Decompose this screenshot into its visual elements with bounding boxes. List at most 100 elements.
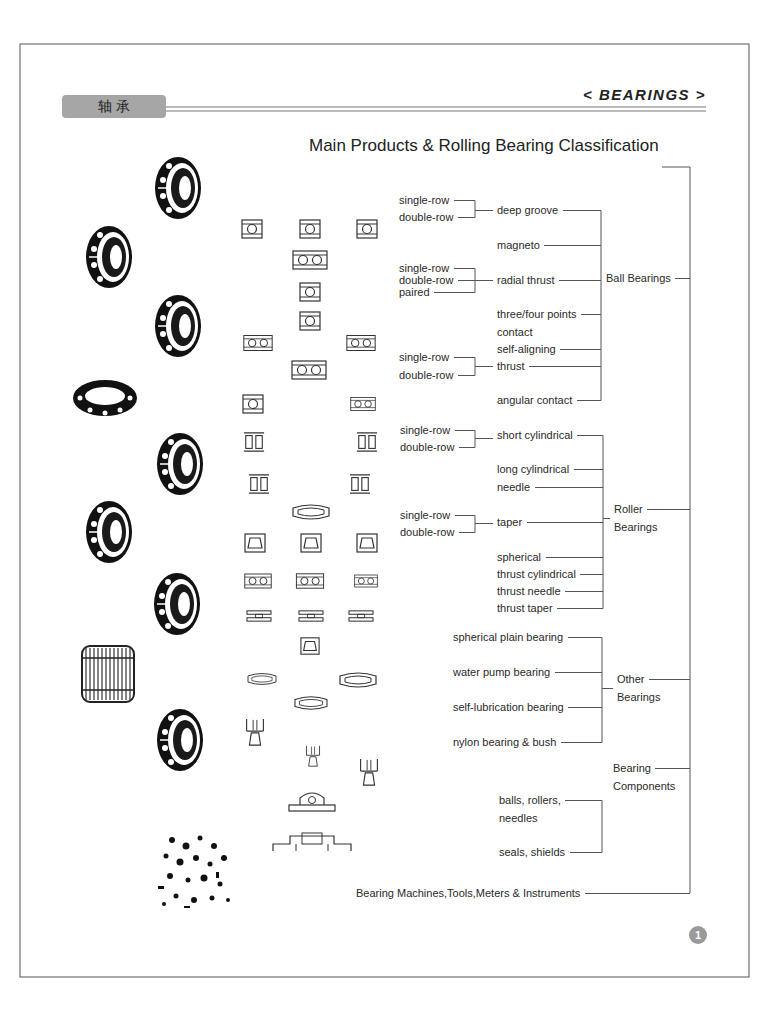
category-label: Other Bearings bbox=[617, 670, 677, 706]
bracket-line bbox=[475, 201, 476, 218]
leader-line bbox=[581, 314, 601, 315]
category-label: thrust cylindrical bbox=[497, 567, 576, 581]
section-symbol bbox=[289, 793, 335, 811]
bearing-photo bbox=[157, 433, 203, 495]
category-label: taper bbox=[497, 515, 522, 529]
leader-line bbox=[458, 375, 475, 376]
leader-line bbox=[574, 469, 603, 470]
category-label: Ball Bearings bbox=[606, 271, 671, 285]
category-label: single-row bbox=[399, 193, 449, 207]
leader-line bbox=[577, 400, 601, 401]
leader-line bbox=[529, 366, 601, 367]
category-label: magneto bbox=[497, 238, 540, 252]
leader-line bbox=[434, 292, 475, 293]
leader-line bbox=[454, 200, 475, 201]
section-symbol bbox=[300, 220, 320, 238]
leader-line bbox=[458, 280, 475, 281]
leader-line bbox=[570, 852, 602, 853]
category-label: Bearing Components bbox=[613, 759, 688, 795]
category-label: angular contact bbox=[497, 393, 572, 407]
needle-cage-photo bbox=[82, 646, 134, 702]
leader-line bbox=[455, 515, 475, 516]
section-symbol bbox=[242, 220, 262, 238]
section-symbol bbox=[340, 673, 376, 687]
diagram-title: Main Products & Rolling Bearing Classifi… bbox=[309, 136, 659, 156]
category-label: double-row bbox=[400, 525, 454, 539]
category-label: single-row bbox=[400, 508, 450, 522]
section-symbol bbox=[249, 475, 269, 493]
section-symbol bbox=[357, 433, 377, 451]
bracket-line bbox=[601, 211, 602, 401]
section-symbol bbox=[349, 611, 373, 621]
category-label: double-row bbox=[399, 210, 453, 224]
balls-rollers-photo bbox=[158, 836, 230, 909]
section-symbol bbox=[301, 638, 319, 654]
bearing-photo bbox=[86, 501, 132, 563]
leader-line bbox=[455, 430, 475, 431]
bearing-photo bbox=[157, 709, 203, 771]
leader-line bbox=[577, 435, 603, 436]
bearing-photo bbox=[154, 573, 200, 635]
node-text: 轴 承 bbox=[98, 98, 130, 116]
category-label: three/four points contact bbox=[497, 305, 592, 341]
category-label: single-row bbox=[399, 350, 449, 364]
category-label: balls, rollers, needles bbox=[499, 791, 579, 827]
section-symbol bbox=[247, 611, 271, 621]
section-symbol bbox=[243, 395, 263, 413]
leader-line bbox=[568, 707, 602, 708]
leader-line bbox=[565, 591, 603, 592]
leader-line bbox=[475, 438, 493, 439]
leader-line bbox=[459, 532, 475, 533]
bearing-photo bbox=[155, 295, 201, 357]
leader-line bbox=[602, 688, 613, 689]
section-symbol bbox=[306, 746, 319, 766]
section-tab: 轴 承 bbox=[62, 95, 166, 118]
bracket-line bbox=[602, 801, 603, 853]
leader-line bbox=[649, 679, 690, 680]
leader-line bbox=[568, 637, 602, 638]
leader-line bbox=[459, 447, 475, 448]
page-number-circle: 1 bbox=[689, 926, 707, 944]
section-symbol bbox=[361, 759, 378, 785]
leader-line bbox=[559, 280, 601, 281]
bearing-photo bbox=[73, 380, 137, 416]
category-label: short cylindrical bbox=[497, 428, 573, 442]
section-symbol bbox=[300, 312, 320, 330]
leader-line bbox=[527, 522, 603, 523]
category-label: thrust bbox=[497, 359, 525, 373]
section-symbol bbox=[301, 534, 321, 552]
leader-line bbox=[475, 280, 493, 281]
leader-line bbox=[458, 217, 475, 218]
leader-line bbox=[475, 523, 493, 524]
category-label: thrust needle bbox=[497, 584, 561, 598]
category-label: seals, shields bbox=[499, 845, 565, 859]
section-symbol bbox=[350, 475, 370, 493]
leader-line bbox=[454, 268, 475, 269]
section-symbol bbox=[245, 534, 265, 552]
leader-line bbox=[603, 518, 610, 519]
category-label: double-row bbox=[400, 440, 454, 454]
category-label: self-lubrication bearing bbox=[453, 700, 564, 714]
category-label: deep groove bbox=[497, 203, 558, 217]
leader-line bbox=[563, 210, 601, 211]
category-label: water pump bearing bbox=[453, 665, 550, 679]
leader-line bbox=[535, 487, 603, 488]
category-label: spherical plain bearing bbox=[453, 630, 563, 644]
leader-line bbox=[580, 574, 603, 575]
leader-line bbox=[585, 893, 690, 894]
cross-section-symbols bbox=[242, 220, 377, 851]
section-symbol bbox=[347, 336, 375, 351]
section-symbol bbox=[355, 575, 378, 587]
leader-line bbox=[475, 210, 493, 211]
leader-line bbox=[561, 742, 602, 743]
section-symbol bbox=[293, 505, 329, 519]
category-label: single-row bbox=[400, 423, 450, 437]
node-text: 1 bbox=[695, 929, 701, 941]
section-symbol bbox=[357, 534, 377, 552]
leader-line bbox=[655, 768, 690, 769]
category-label: double-row bbox=[399, 368, 453, 382]
category-label: self-aligning bbox=[497, 342, 556, 356]
leader-line bbox=[647, 509, 690, 510]
section-symbol bbox=[244, 433, 264, 451]
